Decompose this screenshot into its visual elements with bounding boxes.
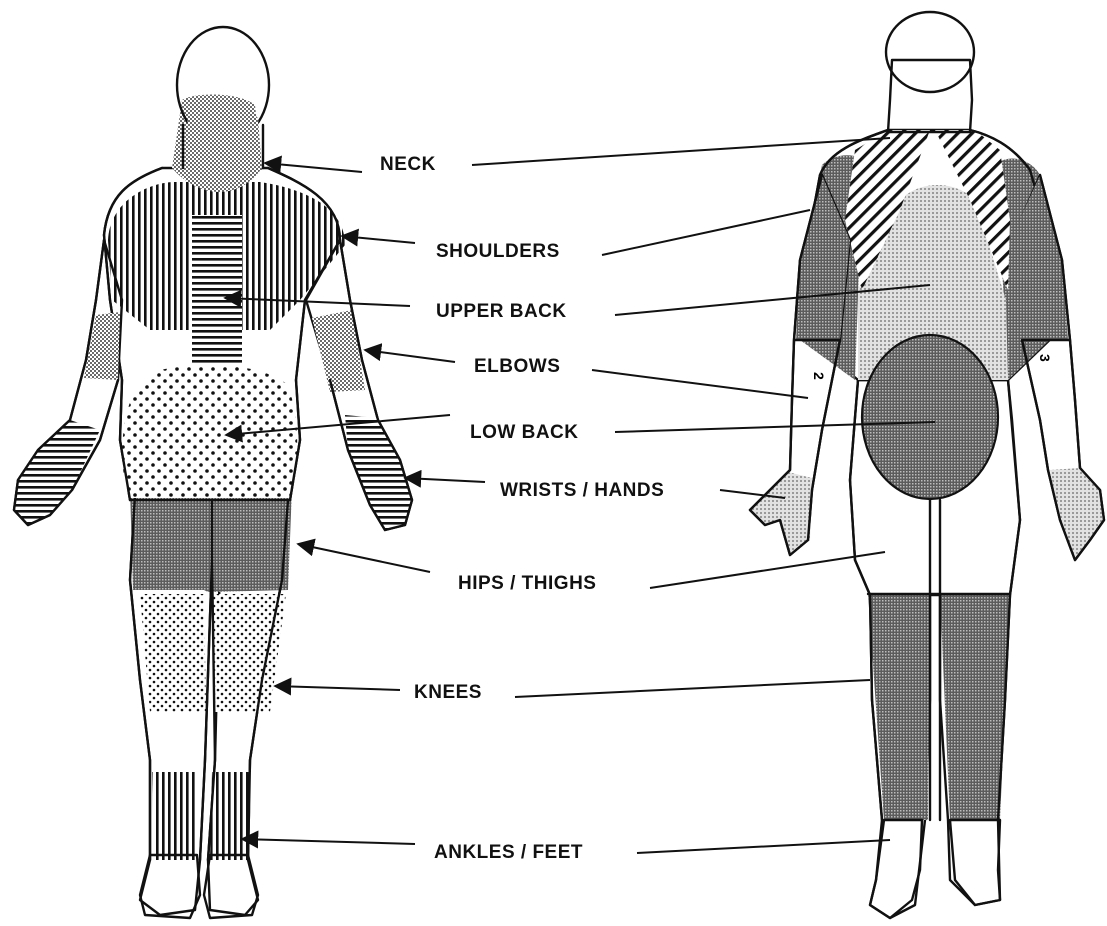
label-shoulders: SHOULDERS (436, 241, 560, 262)
label-hips-thighs: HIPS / THIGHS (458, 573, 596, 594)
hips-line-right (650, 552, 885, 588)
knees-arrow-left (275, 686, 400, 690)
label-neck: NECK (380, 154, 436, 175)
left-wrist-right-shading (345, 415, 412, 530)
right-head-outline (886, 12, 974, 92)
left-figure (14, 27, 412, 918)
left-head-neck-shading (182, 108, 262, 170)
ankles-arrow-left (242, 839, 415, 844)
elbows-line-right (592, 370, 808, 398)
left-wrist-left-shading (14, 420, 100, 525)
shoulders-line-right (602, 210, 810, 255)
right-knees-shading (868, 594, 930, 820)
left-elbow-right-shading (312, 310, 365, 392)
elbows-arrow-left (365, 350, 455, 362)
ankles-line-right (637, 840, 890, 853)
left-ankles-shading (152, 772, 198, 860)
right-low-back-shading (862, 335, 998, 499)
right-hand-left-shading (750, 472, 812, 555)
label-elbows: ELBOWS (474, 356, 560, 377)
knees-line-right (515, 680, 870, 697)
left-ankles-shading-right (210, 772, 252, 860)
neck-arrow-left (265, 163, 362, 172)
left-upper-back-shading (192, 215, 242, 365)
shoulders-arrow-left (342, 236, 415, 243)
label-low-back: LOW BACK (470, 422, 578, 443)
right-feet-shading-2 (950, 820, 1000, 905)
right-neck-shading (888, 60, 972, 132)
label-wrists-hands: WRISTS / HANDS (500, 480, 664, 501)
wrists-arrow-left (405, 478, 485, 482)
elbow-mark-left: 2 (811, 372, 827, 380)
label-knees: KNEES (414, 682, 482, 703)
label-ankles-feet: ANKLES / FEET (434, 842, 583, 863)
elbow-mark-right: 3 (1037, 354, 1053, 362)
right-figure: 2 3 (750, 12, 1104, 918)
region-labels: NECK SHOULDERS UPPER BACK ELBOWS LOW BAC… (380, 154, 664, 863)
label-upper-back: UPPER BACK (436, 301, 567, 322)
hips-arrow-left (298, 544, 430, 572)
left-knees-shading (140, 594, 206, 712)
